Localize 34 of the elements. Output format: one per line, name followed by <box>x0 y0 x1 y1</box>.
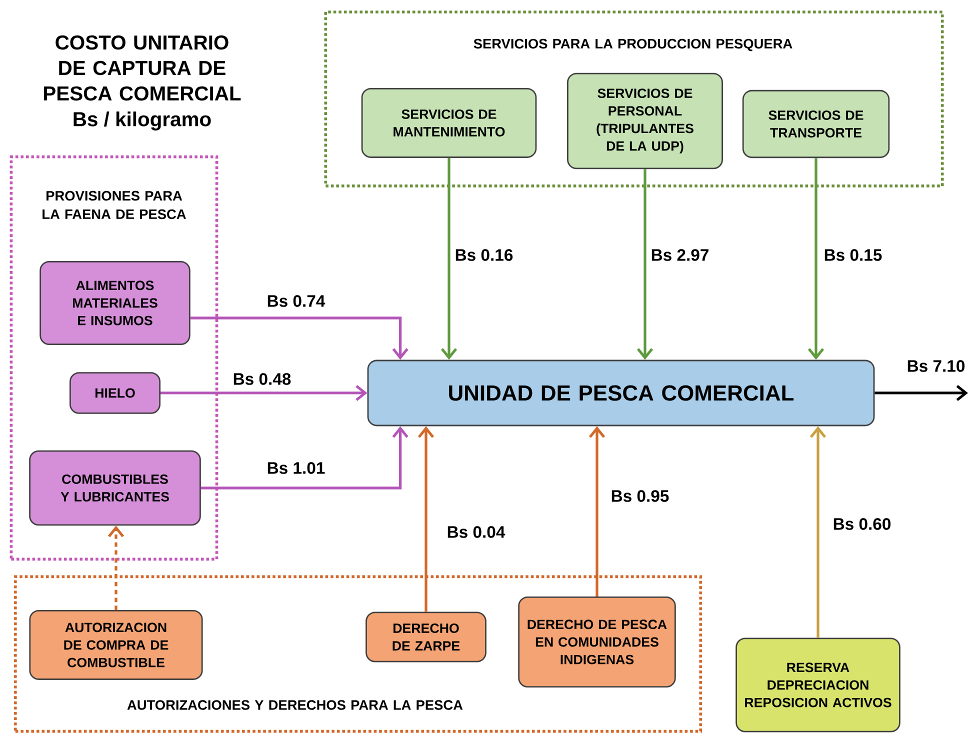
arrow <box>418 426 434 612</box>
edge-label: Bs 1.01 <box>265 460 327 476</box>
process-box: AUTORIZACION DE COMPRA DE COMBUSTIBLE <box>29 610 203 680</box>
edge-label: Bs 2.97 <box>649 247 711 263</box>
arrow <box>200 426 408 490</box>
process-box: SERVICIOS DE MANTENIMIENTO <box>361 88 537 158</box>
edge-label: Bs 0.48 <box>231 371 293 387</box>
process-box: COMBUSTIBLES Y LUBRICANTES <box>29 450 201 526</box>
edge-label: Bs 7.10 <box>905 358 967 374</box>
edge-label: Bs 0.95 <box>609 488 671 504</box>
arrow <box>108 526 124 610</box>
title: COSTO UNITARIO DE CAPTURA DE PESCA COMERCIAL <box>44 35 241 101</box>
main-box: UNIDAD DE PESCA COMERCIAL <box>367 360 875 426</box>
arrow <box>588 426 606 596</box>
arrow <box>190 316 408 360</box>
process-box: SERVICIOS DE PERSONAL (TRIPULANTES DE LA UDP) <box>567 72 724 170</box>
process-box: ALIMENTOS MATERIALES E INSUMOS <box>40 261 190 345</box>
arrow <box>636 169 654 360</box>
arrow <box>440 158 458 360</box>
arrow <box>160 384 368 402</box>
edge-label: Bs 0.04 <box>445 524 507 540</box>
process-box: RESERVA DEPRECIACION REPOSICION ACTIVOS <box>736 638 900 732</box>
arrow <box>810 426 826 638</box>
edge-label: Bs 0.16 <box>453 247 515 263</box>
process-box: DERECHO DE PESCA EN COMUNIDADES INDIGENAS <box>518 596 676 688</box>
edge-label: Bs 0.74 <box>265 293 327 309</box>
arrow <box>808 158 824 360</box>
subtitle: Bs / kilogramo <box>74 112 211 130</box>
process-box: HIELO <box>70 372 161 414</box>
arrow <box>874 384 968 402</box>
process-box: DERECHO DE ZARPE <box>366 612 486 662</box>
process-box: SERVICIOS DE TRANSPORTE <box>742 90 890 158</box>
edge-label: Bs 0.60 <box>831 516 893 532</box>
edge-label: Bs 0.15 <box>822 247 884 263</box>
